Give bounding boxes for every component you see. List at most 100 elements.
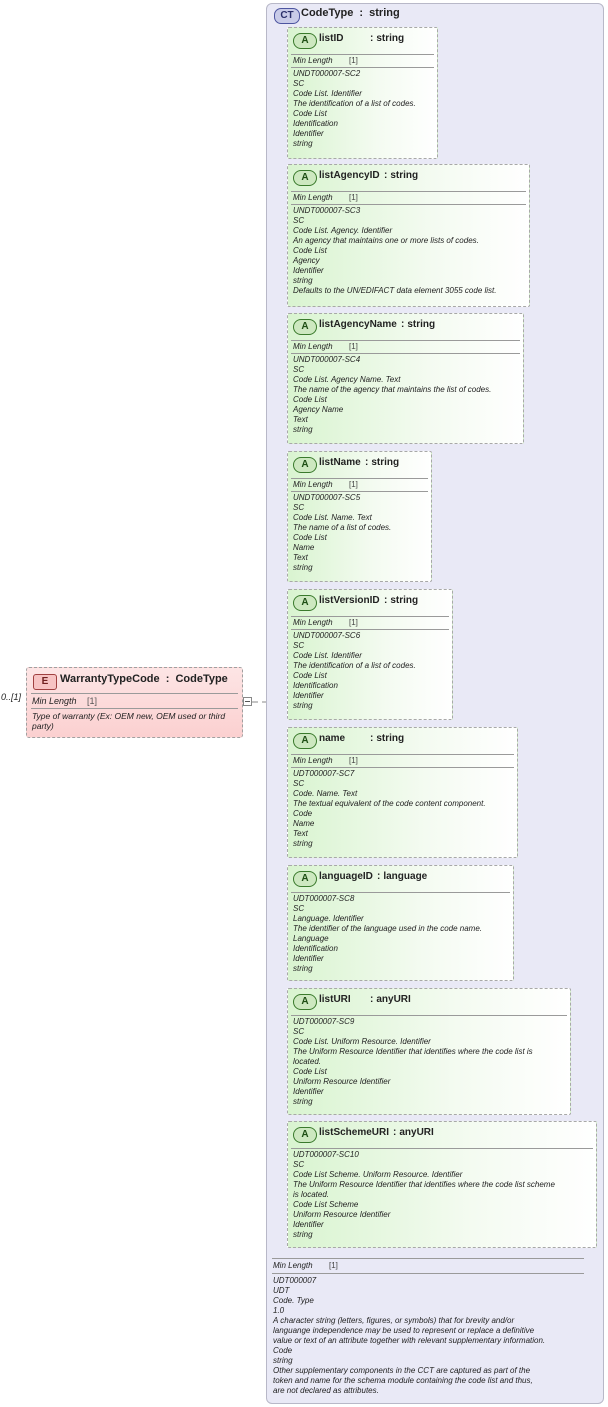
- element-box[interactable]: E WarrantyTypeCode : CodeType Min Length…: [26, 667, 243, 738]
- attribute-type: string: [390, 595, 419, 606]
- attribute-name: listURI: [319, 994, 351, 1005]
- element-badge: E: [33, 674, 57, 690]
- occurrence-label: 0..[1]: [1, 692, 22, 702]
- attribute-doc-line: Identifier: [293, 1087, 324, 1096]
- attribute-min-length-label: Min Length: [293, 193, 333, 202]
- complex-type-type: string: [369, 7, 400, 19]
- attribute-name: listAgencyID: [319, 170, 380, 181]
- attribute-doc-line: UNDT000007-SC3: [293, 206, 361, 215]
- attribute-doc-line: UNDT000007-SC6: [293, 631, 361, 640]
- attribute-badge: A: [293, 319, 317, 335]
- attribute-doc-line: UNDT000007-SC5: [293, 493, 361, 502]
- attribute-name: languageID: [319, 871, 373, 882]
- ct-doc-line: Other supplementary components in the CC…: [273, 1366, 531, 1375]
- attribute-doc-line: Code List. Agency. Identifier: [293, 226, 393, 235]
- attribute-doc-line: Code List. Agency Name. Text: [293, 375, 401, 384]
- attribute-type: anyURI: [376, 994, 411, 1005]
- attribute-doc-line: Uniform Resource Identifier: [293, 1077, 391, 1086]
- attribute-type-group: :language: [377, 871, 427, 882]
- ct-doc-line: UDT000007: [273, 1276, 317, 1285]
- attribute-type-group: :anyURI: [370, 994, 411, 1005]
- expand-toggle[interactable]: [243, 697, 252, 706]
- attribute-doc-line: UDT000007-SC8: [293, 894, 355, 903]
- attribute-badge: A: [293, 595, 317, 611]
- attribute-doc-line: located.: [293, 1057, 322, 1066]
- attribute-divider: [291, 204, 526, 205]
- attribute-type: string: [376, 733, 405, 744]
- attribute-type-group: :string: [365, 457, 399, 468]
- attribute-doc-line: string: [293, 139, 313, 148]
- attribute-doc-line: Text: [293, 829, 308, 838]
- attribute-min-length-label: Min Length: [293, 342, 333, 351]
- attribute-doc-line: string: [293, 701, 313, 710]
- attribute-doc-line: string: [293, 425, 313, 434]
- attribute-doc-line: Identifier: [293, 266, 324, 275]
- attribute-min-length-label: Min Length: [293, 56, 333, 65]
- attribute-type-separator: :: [370, 994, 374, 1005]
- ct-doc-line: A character string (letters, figures, or…: [273, 1316, 515, 1325]
- attribute-divider: [291, 340, 520, 341]
- ct-documentation: UDT000007 UDT Code. Type 1.0 A character…: [273, 1276, 545, 1396]
- attribute-type-separator: :: [384, 595, 388, 606]
- attribute-doc-line: string: [293, 563, 313, 572]
- attribute-name: listVersionID: [319, 595, 380, 606]
- attribute-doc-line: string: [293, 964, 313, 973]
- attribute-doc-line: Code. Name. Text: [293, 789, 358, 798]
- ct-doc-line: 1.0: [273, 1306, 285, 1315]
- attribute-type-separator: :: [384, 170, 388, 181]
- attribute-divider: [291, 54, 434, 55]
- element-description-line-2: party): [32, 721, 54, 731]
- attribute-divider: [291, 767, 514, 768]
- attribute-doc-line: The Uniform Resource Identifier that ide…: [293, 1047, 533, 1056]
- attribute-name: name: [319, 733, 346, 744]
- attribute-doc-line: Code List: [293, 395, 327, 404]
- attribute-doc-line: Code List. Uniform Resource. Identifier: [293, 1037, 431, 1046]
- attribute-doc-line: Identification: [293, 119, 338, 128]
- attribute-type-group: :string: [370, 33, 404, 44]
- attribute-doc-line: UNDT000007-SC4: [293, 355, 361, 364]
- attribute-badge: A: [293, 994, 317, 1010]
- attribute-min-length-label: Min Length: [293, 756, 333, 765]
- attribute-type-separator: :: [370, 733, 374, 744]
- attribute-doc-line: UNDT000007-SC2: [293, 69, 361, 78]
- attribute-divider: [291, 892, 510, 893]
- attribute-doc-line: Code List: [293, 533, 327, 542]
- attribute-min-length-value: [1]: [349, 342, 358, 351]
- attribute-doc-line: Language. Identifier: [293, 914, 364, 923]
- attribute-badge: A: [293, 457, 317, 473]
- attribute-type: anyURI: [399, 1127, 434, 1138]
- attribute-divider: [291, 353, 520, 354]
- ct-doc-line: languange independence may be used to re…: [273, 1326, 535, 1335]
- attribute-badge: A: [293, 733, 317, 749]
- attribute-doc-line: Identification: [293, 944, 338, 953]
- ct-doc-line: token and name for the schema module con…: [273, 1376, 533, 1385]
- attribute-type-separator: :: [365, 457, 369, 468]
- attribute-doc-line: Identifier: [293, 129, 324, 138]
- attribute-type: language: [383, 871, 428, 882]
- attribute-type: string: [376, 33, 405, 44]
- ct-divider-bottom: [272, 1273, 584, 1274]
- attribute-type-group: :anyURI: [393, 1127, 434, 1138]
- attribute-doc-line: Code List Scheme: [293, 1200, 359, 1209]
- attribute-doc-line: Uniform Resource Identifier: [293, 1210, 391, 1219]
- element-description-line-1: Type of warranty (Ex: OEM new, OEM used …: [32, 711, 226, 721]
- attribute-type-separator: :: [393, 1127, 397, 1138]
- attribute-badge: A: [293, 871, 317, 887]
- attribute-doc-line: SC: [293, 1160, 305, 1169]
- ct-min-length-value: [1]: [329, 1261, 338, 1270]
- attribute-doc-line: Text: [293, 553, 308, 562]
- complex-type-badge: CT: [274, 8, 300, 24]
